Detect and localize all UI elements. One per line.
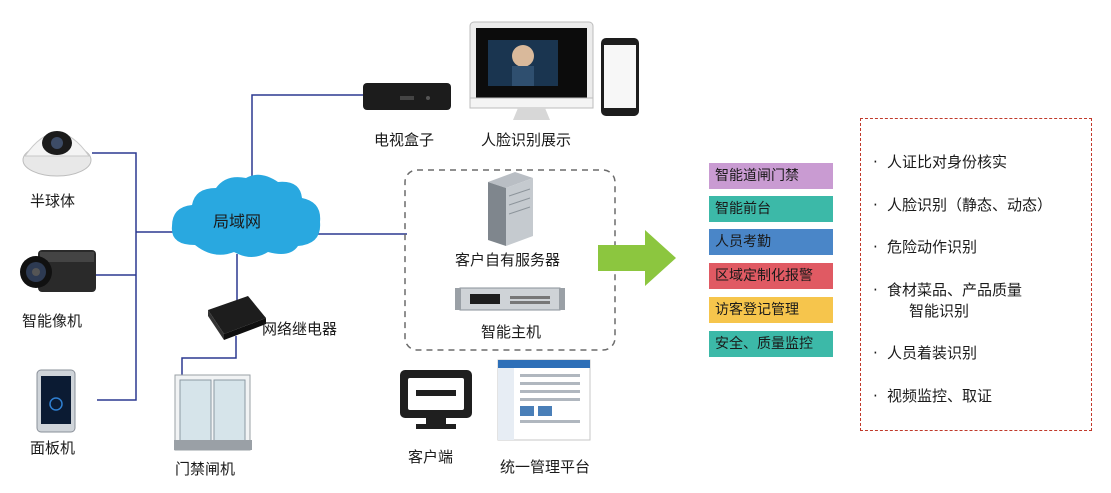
server-icon: [488, 172, 533, 246]
smart-camera-label: 智能像机: [22, 312, 83, 330]
feature-item: · 人证比对身份核实: [873, 151, 1007, 172]
platform-icon: [497, 359, 591, 441]
tv-box-icon: [363, 83, 451, 110]
relay-icon: [208, 296, 266, 340]
relay-label: 网络继电器: [262, 320, 338, 338]
feature-text: 人证比对身份核实: [887, 153, 1008, 171]
smart-host-label: 智能主机: [481, 323, 542, 341]
monitor-icon: [469, 21, 594, 120]
bullet: ·: [873, 196, 878, 214]
dome-camera-icon: [22, 131, 92, 177]
server-group-outline: [404, 169, 616, 351]
feature-text-continued: 智能识别: [909, 302, 970, 320]
feature-text: 人员着装识别: [887, 344, 978, 362]
feature-text: 食材菜品、产品质量: [887, 281, 1023, 299]
feature-item: · 人员着装识别: [873, 342, 977, 363]
panel-terminal-icon: [36, 369, 76, 433]
client-label: 客户端: [408, 448, 454, 466]
lan-label: 局域网: [213, 212, 262, 231]
flow-arrow: [598, 230, 676, 286]
platform-label: 统一管理平台: [500, 458, 591, 476]
dome-camera-label: 半球体: [30, 192, 76, 210]
smart-camera-icon: [20, 250, 96, 292]
server-label: 客户自有服务器: [455, 251, 561, 269]
smart-host-icon: [455, 287, 565, 311]
bullet: ·: [873, 344, 878, 362]
phone-icon: [601, 38, 639, 116]
feature-text: 人脸识别（静态、动态）: [887, 196, 1053, 214]
app-tag-front-desk: 智能前台: [709, 196, 833, 222]
bullet: ·: [873, 238, 878, 256]
app-tag-area-alarm: 区域定制化报警: [709, 263, 833, 289]
bullet: ·: [873, 387, 878, 405]
connection-lines: [92, 94, 407, 401]
features-box: · 人证比对身份核实 · 人脸识别（静态、动态） · 危险动作识别 · 食材菜品、产品质…: [860, 118, 1092, 431]
feature-text: 视频监控、取证: [887, 387, 993, 405]
app-tag-visitor: 访客登记管理: [709, 297, 833, 323]
face-display-label: 人脸识别展示: [481, 131, 572, 149]
feature-item: · 食材菜品、产品质量 智能识别: [873, 279, 1022, 321]
gate-icon: [174, 374, 252, 451]
lan-cloud-icon: [171, 174, 321, 257]
bullet: ·: [873, 281, 878, 299]
feature-item: · 危险动作识别: [873, 236, 977, 257]
gate-label: 门禁闸机: [175, 460, 236, 478]
feature-item: · 视频监控、取证: [873, 385, 992, 406]
bullet: ·: [873, 153, 878, 171]
app-tag-attendance: 人员考勤: [709, 229, 833, 255]
tv-box-label: 电视盒子: [374, 131, 435, 149]
app-tag-safety-monitor: 安全、质量监控: [709, 331, 833, 357]
client-icon: [400, 370, 472, 429]
app-tag-gate-access: 智能道闸门禁: [709, 163, 833, 189]
feature-item: · 人脸识别（静态、动态）: [873, 194, 1052, 215]
feature-text: 危险动作识别: [887, 238, 978, 256]
panel-terminal-label: 面板机: [30, 439, 76, 457]
